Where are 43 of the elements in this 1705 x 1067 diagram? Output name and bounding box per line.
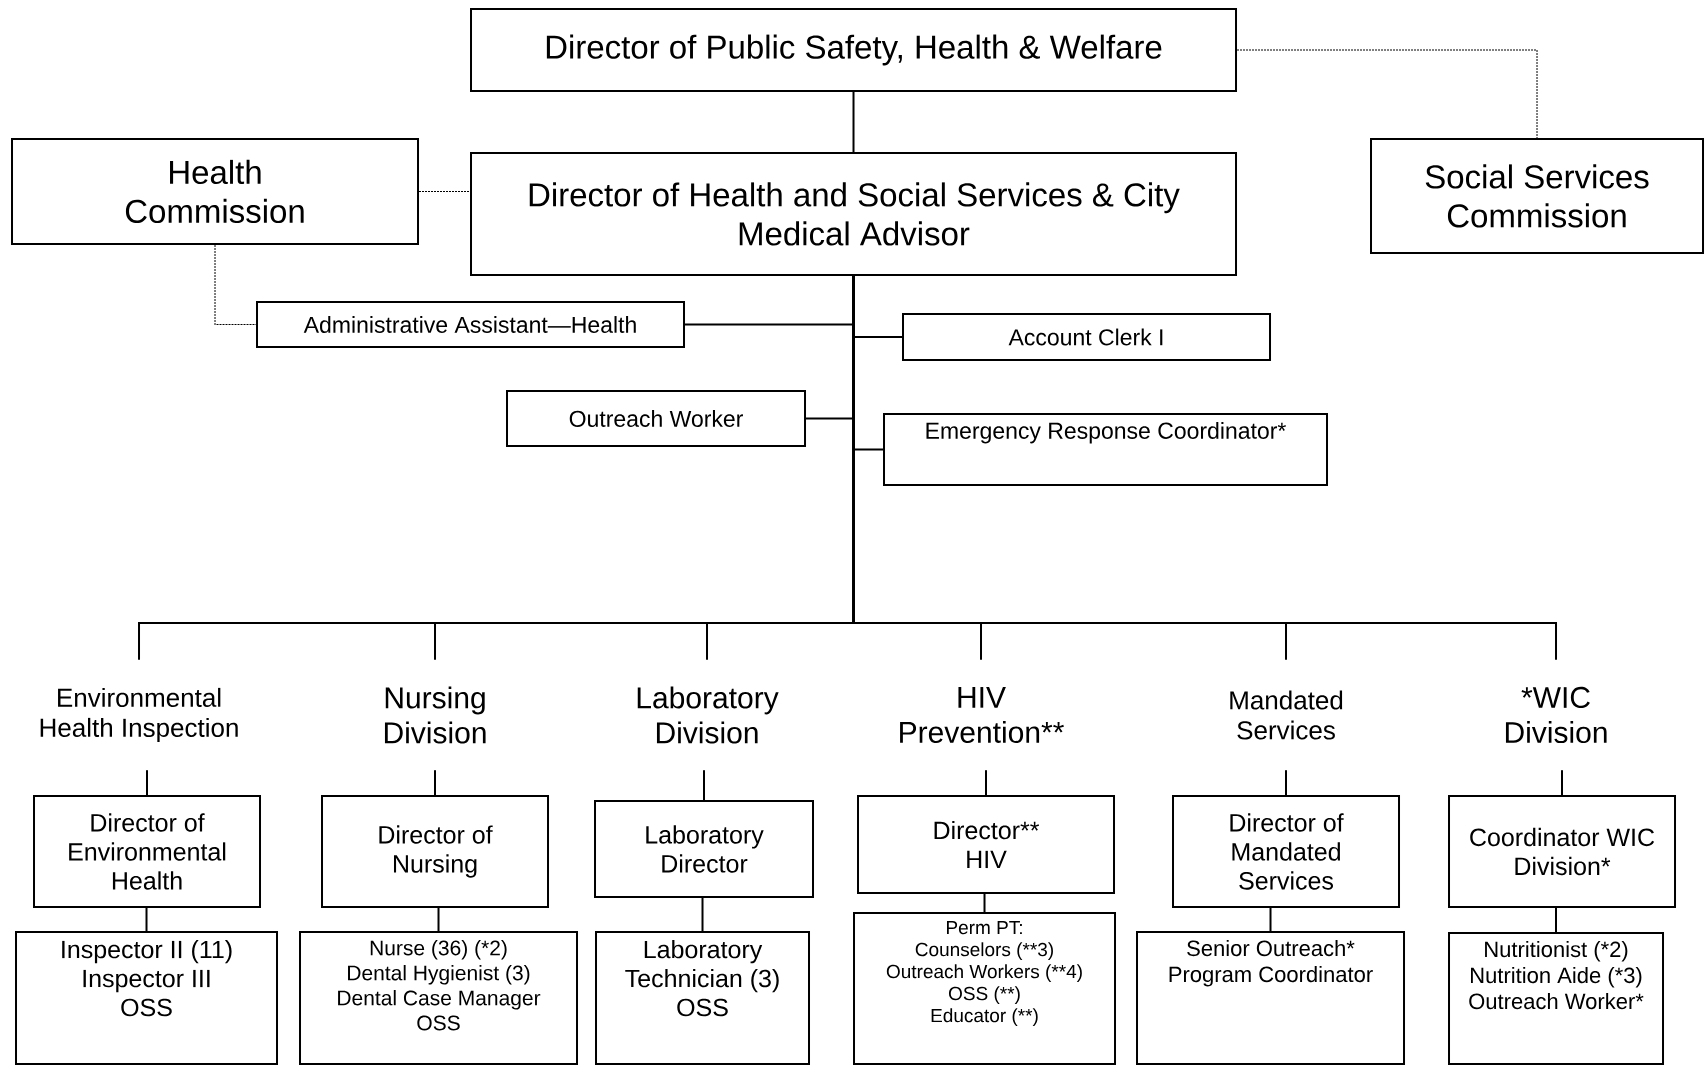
director-box: Director of Mandated Services bbox=[1172, 795, 1400, 908]
connector-line bbox=[983, 893, 986, 913]
staff-box: Laboratory Technician (3) OSS bbox=[595, 931, 810, 1065]
staff-box: Perm PT: Counselors (**3) Outreach Workers (**4) OSS (**) Educator (**) bbox=[853, 912, 1116, 1065]
connector-line bbox=[985, 769, 987, 796]
connector-line bbox=[703, 769, 705, 801]
director-box: Director of Nursing bbox=[321, 795, 549, 908]
connector-line bbox=[146, 769, 148, 796]
connector-line bbox=[437, 907, 440, 932]
dotted-connector bbox=[1236, 49, 1538, 139]
position-box: Emergency Response Coordinator* bbox=[883, 413, 1328, 486]
position-box: Account Clerk I bbox=[902, 313, 1271, 361]
commission-box: Social Services Commission bbox=[1370, 138, 1704, 254]
staff-box: Senior Outreach* Program Coordinator bbox=[1136, 931, 1405, 1065]
dotted-connector bbox=[418, 191, 471, 192]
position-box: Administrative Assistant—Health bbox=[256, 301, 685, 348]
director-box: Director** HIV bbox=[857, 795, 1115, 894]
division-heading: *WIC Division bbox=[1505, 686, 1607, 744]
commission-box: Health Commission bbox=[11, 138, 419, 245]
division-heading: Nursing Division bbox=[384, 686, 486, 744]
connector-line bbox=[852, 91, 855, 153]
director-box: Director of Health and Social Services & City Medical Advisor bbox=[470, 152, 1237, 276]
director-box: Laboratory Director bbox=[594, 800, 814, 898]
director-box: Coordinator WIC Division* bbox=[1448, 795, 1676, 908]
staff-box: Nutritionist (*2) Nutrition Aide (*3) Outreach Worker* bbox=[1448, 932, 1664, 1065]
staff-box: Nurse (36) (*2) Dental Hygienist (3) Dental Case Manager OSS bbox=[299, 931, 578, 1065]
director-box: Director of Environmental Health bbox=[33, 795, 261, 908]
division-heading: Laboratory Division bbox=[637, 686, 779, 744]
connector-line bbox=[145, 907, 148, 932]
division-heading: Mandated Services bbox=[1230, 690, 1343, 740]
connector-line bbox=[852, 275, 1557, 661]
title-box: Director of Public Safety, Health & Welfare bbox=[470, 8, 1237, 92]
connector-line bbox=[1269, 907, 1272, 932]
position-box: Outreach Worker bbox=[506, 390, 806, 447]
connector-line bbox=[1285, 769, 1287, 796]
dotted-connector bbox=[214, 244, 257, 325]
connector-line bbox=[1555, 907, 1557, 933]
division-heading: Environmental Health Inspection bbox=[40, 687, 238, 743]
connector-line bbox=[434, 769, 436, 796]
division-heading: HIV Prevention** bbox=[900, 687, 1064, 743]
connector-line bbox=[1561, 769, 1563, 796]
staff-box: Inspector II (11) Inspector III OSS bbox=[15, 931, 278, 1065]
connector-line bbox=[701, 897, 704, 932]
